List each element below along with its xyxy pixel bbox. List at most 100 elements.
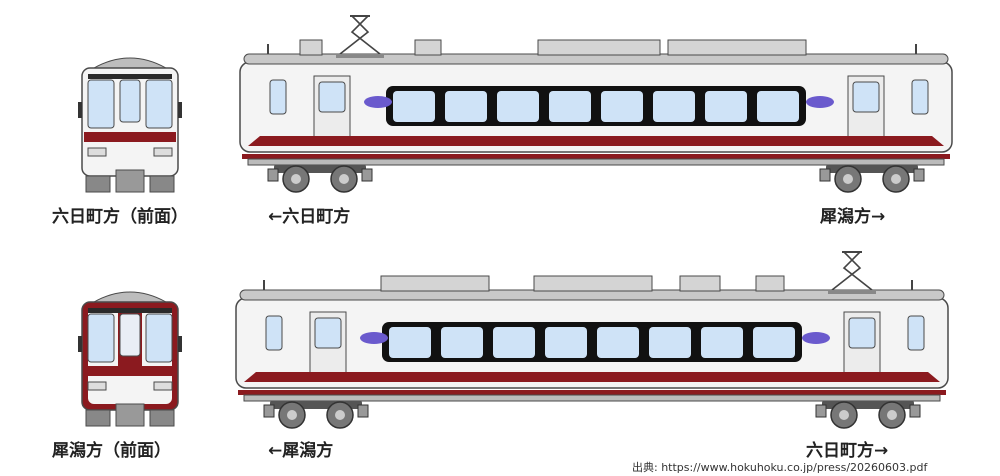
logo-icon <box>360 332 388 344</box>
red-stripe <box>244 372 940 382</box>
direction-left-upper: ←六日町方 <box>268 207 351 227</box>
front-window-left <box>87 313 115 363</box>
axle-box <box>819 168 831 182</box>
direction-left-lower: ←犀潟方 <box>268 441 334 461</box>
door-window <box>848 317 876 349</box>
axle-hub <box>887 410 897 420</box>
axle-box <box>361 168 373 182</box>
passenger-window <box>493 327 535 358</box>
wheel-front <box>149 175 175 193</box>
front-view-saigata <box>78 291 182 427</box>
passenger-window <box>753 327 795 358</box>
door-window <box>318 81 346 113</box>
front-roof <box>92 57 168 69</box>
passenger-window <box>545 327 587 358</box>
passenger-window <box>389 327 431 358</box>
axle-hub <box>891 174 901 184</box>
logo-icon <box>364 96 392 108</box>
passenger-window <box>393 91 435 122</box>
passenger-window <box>705 91 747 122</box>
logo-icon <box>806 96 834 108</box>
cab-window <box>911 79 929 115</box>
window-band <box>382 322 802 362</box>
roof-equipment <box>380 275 490 292</box>
destination-display <box>88 308 172 313</box>
roof-equipment <box>533 275 653 292</box>
axle-box <box>913 168 925 182</box>
passenger-window <box>445 91 487 122</box>
pantograph-icon <box>831 251 873 291</box>
front-door-window <box>119 313 141 357</box>
direction-right-upper: 犀潟方→ <box>820 207 886 227</box>
axle-box <box>263 404 275 418</box>
window-band <box>386 86 806 126</box>
pantograph-icon <box>339 15 381 55</box>
front-window-right <box>145 313 173 363</box>
pantograph-base <box>828 290 876 294</box>
coupler <box>115 169 145 193</box>
headlight <box>153 381 173 391</box>
mirror <box>78 102 82 118</box>
underframe <box>247 158 945 166</box>
source-credit: 出典: https://www.hokuhoku.co.jp/press/202… <box>632 461 928 474</box>
front-stripe <box>84 132 176 142</box>
axle-box <box>909 404 921 418</box>
front-roof <box>92 291 168 303</box>
lower-stripe <box>238 390 946 395</box>
coupler <box>115 403 145 427</box>
cab-window <box>907 315 925 351</box>
wheel-front <box>85 175 111 193</box>
front-door-window <box>119 79 141 123</box>
mirror <box>78 336 82 352</box>
axle-box <box>815 404 827 418</box>
axle-hub <box>339 174 349 184</box>
axle-hub <box>291 174 301 184</box>
direction-right-lower: 六日町方→ <box>806 441 889 461</box>
passenger-window <box>549 91 591 122</box>
logo-icon <box>802 332 830 344</box>
axle-box <box>267 168 279 182</box>
passenger-window <box>757 91 799 122</box>
pantograph-base <box>336 54 384 58</box>
wheel-front <box>149 409 175 427</box>
destination-display <box>88 74 172 79</box>
cab-window <box>265 315 283 351</box>
axle-hub <box>839 410 849 420</box>
door-window <box>852 81 880 113</box>
headlight <box>87 147 107 157</box>
axle-hub <box>335 410 345 420</box>
side-view-upper <box>239 15 953 193</box>
axle-hub <box>287 410 297 420</box>
headlight <box>87 381 107 391</box>
red-stripe <box>248 136 944 146</box>
roof-equipment <box>679 275 721 292</box>
door-window <box>314 317 342 349</box>
roof-equipment <box>414 39 442 56</box>
roof-equipment <box>299 39 323 56</box>
passenger-window <box>601 91 643 122</box>
headlight <box>153 147 173 157</box>
cab-window <box>269 79 287 115</box>
underframe <box>243 394 941 402</box>
front-window-left <box>87 79 115 129</box>
passenger-window <box>701 327 743 358</box>
front-label-lower: 犀潟方（前面） <box>52 441 171 461</box>
roof-equipment <box>667 39 807 56</box>
axle-hub <box>843 174 853 184</box>
mirror <box>178 102 182 118</box>
wheel-front <box>85 409 111 427</box>
lower-stripe <box>242 154 950 159</box>
front-stripe <box>84 366 176 376</box>
passenger-window <box>497 91 539 122</box>
passenger-window <box>653 91 695 122</box>
passenger-window <box>649 327 691 358</box>
mirror <box>178 336 182 352</box>
passenger-window <box>597 327 639 358</box>
front-window-right <box>145 79 173 129</box>
front-view-rokkamachi <box>78 57 182 193</box>
roof-equipment <box>755 275 785 292</box>
axle-box <box>357 404 369 418</box>
roof-equipment <box>537 39 661 56</box>
front-label-upper: 六日町方（前面） <box>52 207 188 227</box>
